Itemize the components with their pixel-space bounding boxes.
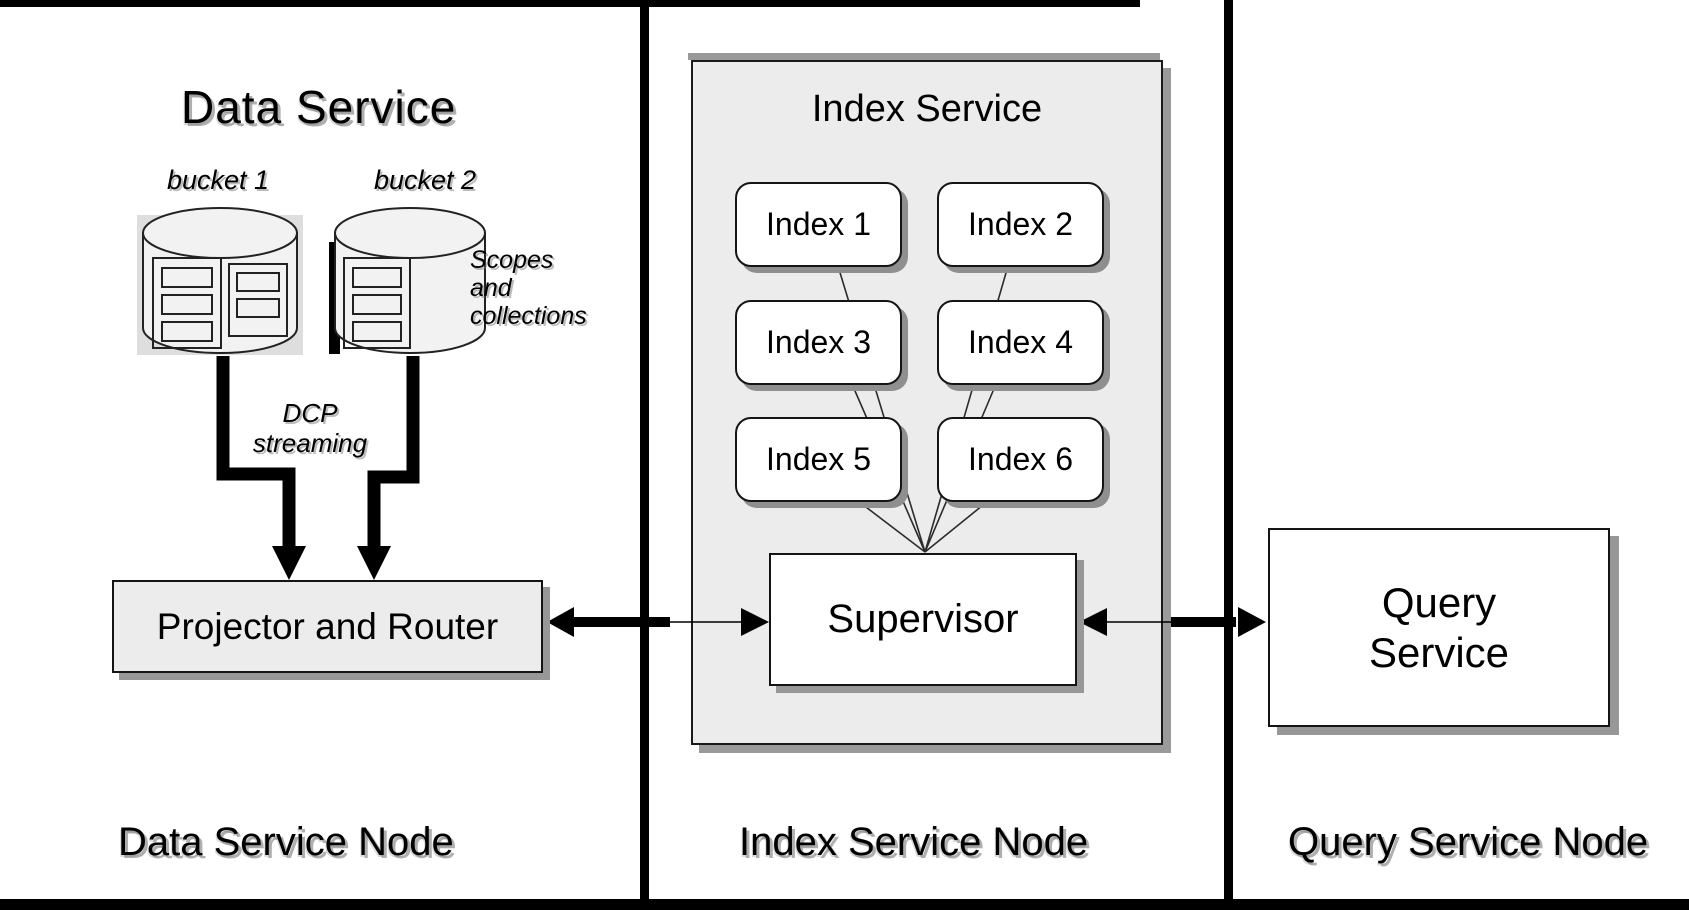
- index-node-label: Index 4: [968, 324, 1073, 360]
- arrow-left-icon: [1079, 608, 1107, 636]
- bucket-cylinder-1: [142, 207, 298, 354]
- section-divider-left: [640, 0, 649, 910]
- query-label-line2: Service: [1368, 628, 1510, 676]
- scopes-note-line1: Scopes: [470, 246, 554, 274]
- index-node-label: Index 6: [968, 441, 1073, 477]
- index-node-label: Index 3: [766, 324, 871, 360]
- index-node-label: Index 1: [766, 206, 871, 242]
- node-label-index: Index Service Node: [739, 820, 1089, 864]
- projector-supervisor-arrow: [547, 607, 769, 637]
- index-node-6: Index 6: [937, 417, 1104, 502]
- index-node-2: Index 2: [937, 182, 1104, 267]
- node-label-data: Data Service Node: [118, 820, 454, 864]
- data-service-title: Data Service: [181, 81, 457, 133]
- index-node-4: Index 4: [937, 300, 1104, 385]
- query-service-node: Query Service: [1268, 528, 1610, 727]
- index-node-label: Index 2: [968, 206, 1073, 242]
- projector-router-label: Projector and Router: [156, 605, 499, 647]
- index-node-3: Index 3: [735, 300, 902, 385]
- node-label-query: Query Service Node: [1288, 820, 1649, 864]
- scopes-note-line3: collections: [470, 302, 587, 330]
- index-service-title: Index Service: [811, 88, 1043, 130]
- arrow-left-icon: [547, 607, 574, 637]
- projector-router-node: Projector and Router: [112, 580, 543, 673]
- dcp-pipes: [216, 356, 420, 549]
- dcp-note-line1: DCP: [282, 398, 338, 428]
- scopes-collections-note: Scopes and collections: [470, 246, 587, 330]
- index-node-1: Index 1: [735, 182, 902, 267]
- bucket-2-label: bucket 2: [374, 165, 477, 195]
- query-service-label: Query Service: [1369, 578, 1509, 678]
- bucket-1-label: bucket 1: [167, 165, 270, 195]
- dcp-note-line2: streaming: [252, 428, 368, 458]
- arrow-down-icon: [272, 546, 306, 580]
- bottom-border-line: [0, 899, 1689, 910]
- top-border-line: [0, 0, 1140, 7]
- dcp-pipe-1: [216, 356, 296, 549]
- section-divider-right: [1224, 0, 1233, 910]
- scopes-note-line2: and: [470, 274, 512, 302]
- index-node-label: Index 5: [766, 441, 871, 477]
- arrow-down-icon: [357, 546, 391, 580]
- index-node-5: Index 5: [735, 417, 902, 502]
- bucket-cylinder-2: [334, 207, 486, 354]
- supervisor-label: Supervisor: [827, 597, 1019, 641]
- dcp-pipe-2: [367, 356, 420, 549]
- supervisor-node: Supervisor: [769, 553, 1077, 686]
- supervisor-query-arrow: [1079, 607, 1266, 637]
- query-label-line1: Query: [1381, 578, 1497, 626]
- dcp-streaming-note: DCP streaming: [240, 398, 380, 458]
- arrow-right-icon: [1238, 607, 1266, 637]
- index-service-top-shadow: [688, 53, 1160, 60]
- arrow-right-icon: [741, 608, 769, 636]
